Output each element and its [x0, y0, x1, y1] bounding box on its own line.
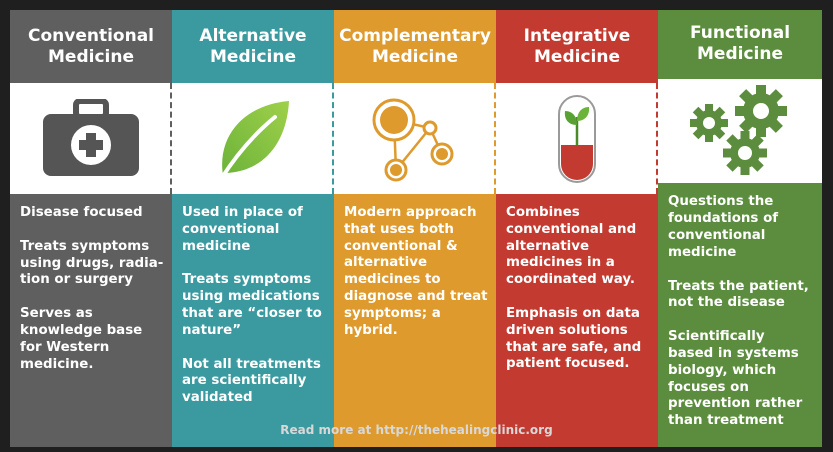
point: Modern approach that uses both conventio…	[344, 205, 488, 338]
medicine-comparison-infographic: Conventional Medicine Disease focused Tr…	[10, 10, 822, 447]
leaf-icon	[219, 100, 289, 181]
source-link[interactable]: Read more at http://thehealingclinic.org	[280, 423, 553, 437]
column-alternative: Alternative Medicine Used in place of co…	[172, 10, 334, 447]
point: Scientifically based in systems biology,…	[668, 329, 803, 429]
point: Used in place of conventional medicine	[182, 205, 303, 254]
molecule-icon	[372, 98, 454, 181]
capsule-plant-icon	[558, 94, 596, 183]
point: Disease focused	[20, 205, 143, 220]
column-title: Integrative Medicine	[523, 25, 631, 67]
column-functional: Functional Medicine	[658, 10, 822, 447]
column-title: Conventional Medicine	[27, 25, 154, 67]
point: Treats the patient, not the disease	[668, 278, 809, 311]
point: Treats symptoms using drugs, radia-tion …	[20, 238, 164, 288]
point: Combines conventional and alternative me…	[506, 205, 637, 288]
column-title: Complementary Medicine	[339, 25, 491, 67]
column-complementary: Complementary Medicine Modern app	[334, 10, 496, 447]
point: Treats symptoms using medications that a…	[182, 272, 322, 338]
point: Questions the foundations of conventiona…	[668, 194, 779, 260]
point: Not all treatments are scientifically va…	[182, 356, 321, 406]
column-title: Functional Medicine	[689, 23, 791, 65]
column-conventional: Conventional Medicine Disease focused Tr…	[10, 10, 172, 447]
medical-kit-icon	[43, 98, 139, 176]
column-integrative: Integrative Medicine Combines convention…	[496, 10, 658, 447]
gears-icon	[690, 85, 787, 176]
point: Emphasis on data driven solutions that a…	[506, 305, 642, 372]
column-title: Alternative Medicine	[199, 25, 307, 67]
point: Serves as knowledge base for Western med…	[20, 306, 143, 372]
